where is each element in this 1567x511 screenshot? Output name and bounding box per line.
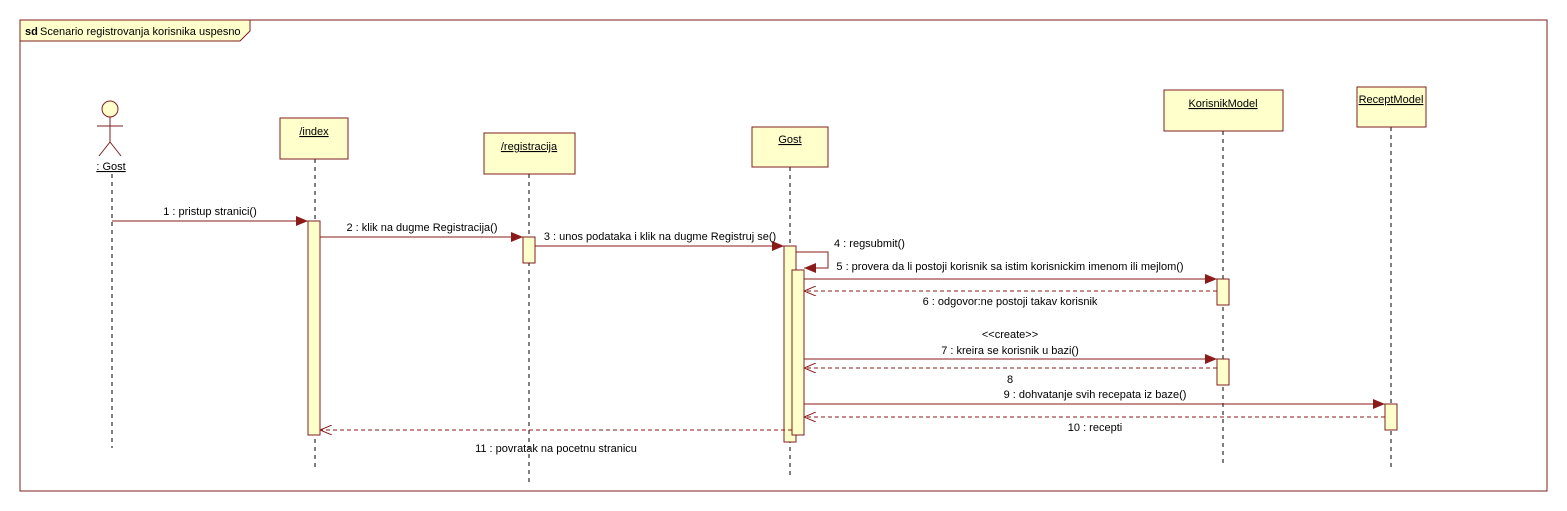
message-11-label: 11 : povratak na pocetnu stranicu xyxy=(475,443,637,455)
message-7-label: 7 : kreira se korisnik u bazi() xyxy=(941,345,1079,357)
actor-gost-label: : Gost xyxy=(96,161,125,173)
participant-recept-model-label: ReceptModel xyxy=(1359,94,1424,106)
participant-registracija-label: /registracija xyxy=(501,141,558,153)
activation-index xyxy=(307,220,321,436)
message-lines xyxy=(112,216,1385,430)
participant-korisnik-model: KorisnikModel xyxy=(1163,89,1284,132)
activation-korisnik-model-1 xyxy=(1216,278,1230,306)
activations xyxy=(307,220,1398,443)
message-3-label: 3 : unos podataka i klik na dugme Regist… xyxy=(544,231,776,243)
message-1-label: 1 : pristup stranici() xyxy=(163,206,257,218)
participant-index-label: /index xyxy=(299,126,329,138)
activation-gost-inner xyxy=(791,269,805,436)
actor-gost xyxy=(97,100,123,157)
participant-recept-model: ReceptModel xyxy=(1356,86,1427,128)
message-9-label: 9 : dohvatanje svih recepata iz baze() xyxy=(1004,389,1187,401)
activation-korisnik-model-2 xyxy=(1216,358,1230,386)
message-2-label: 2 : klik na dugme Registracija() xyxy=(346,222,497,234)
frame-keyword: sd xyxy=(25,26,38,38)
activation-recept-model xyxy=(1384,403,1398,431)
message-8-label: 8 xyxy=(1007,374,1013,386)
message-6-label: 6 : odgovor:ne postoji takav korisnik xyxy=(923,296,1098,308)
participant-index: /index xyxy=(279,117,349,160)
message-4-label: 4 : regsubmit() xyxy=(834,238,905,250)
participant-registracija: /registracija xyxy=(483,132,576,175)
actor-head xyxy=(101,100,119,118)
message-4-line xyxy=(796,251,829,273)
message-10-label: 10 : recepti xyxy=(1068,422,1122,434)
frame-tab xyxy=(19,19,251,42)
message-5-label: 5 : provera da li postoji korisnik sa is… xyxy=(836,261,1183,273)
frame-title: Scenario registrovanja korisnika uspesno xyxy=(40,26,241,38)
activation-registracija xyxy=(522,236,536,264)
participant-gost: Gost xyxy=(751,126,829,168)
message-7-stereotype: <<create>> xyxy=(982,329,1038,341)
participant-gost-label: Gost xyxy=(778,134,801,146)
participant-korisnik-model-label: KorisnikModel xyxy=(1188,98,1257,110)
